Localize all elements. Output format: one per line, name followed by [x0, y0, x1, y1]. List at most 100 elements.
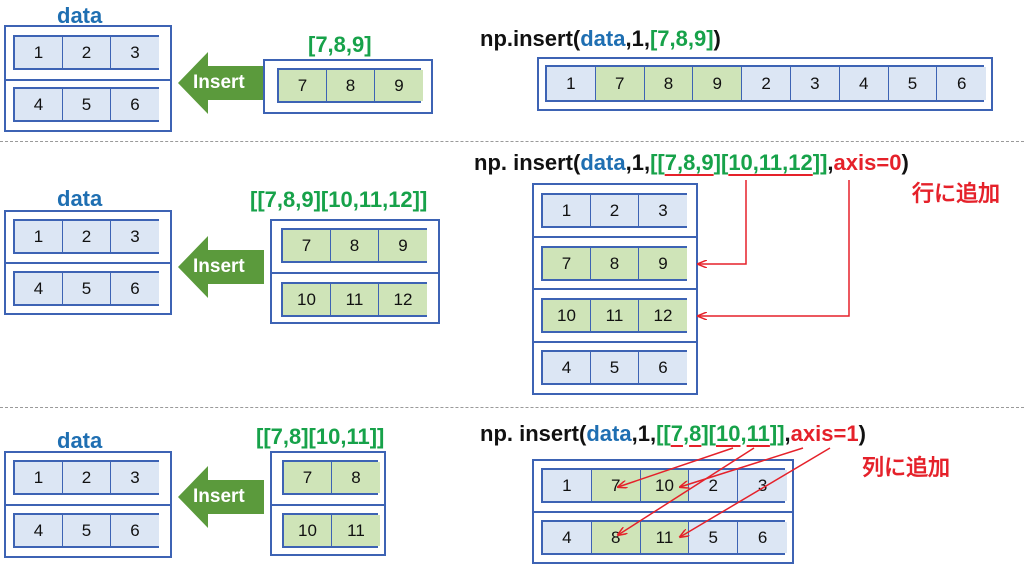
arrow-value-8	[618, 447, 755, 535]
values-row: 7 8 9	[277, 68, 423, 103]
result-cell: 3	[639, 195, 687, 226]
insert-label: Insert	[193, 256, 245, 277]
code-values-comma: ,	[682, 421, 690, 446]
data-label: data	[57, 428, 103, 453]
data-cell: 6	[111, 89, 159, 120]
code-comma: ,	[827, 150, 834, 175]
code-expression: np.insert(data,1,[7,8,9])	[480, 26, 721, 52]
data-cell: 4	[15, 89, 63, 120]
data-row-2: 4 5 6	[13, 87, 159, 122]
code-values-mid: ][	[701, 421, 716, 446]
arrow-row-a	[698, 180, 747, 264]
result-cell: 6	[738, 522, 787, 553]
value-cell: 8	[331, 230, 379, 261]
data-cell: 1	[15, 37, 63, 68]
code-values-open: [[	[650, 150, 665, 175]
row-divider	[270, 504, 386, 506]
result-cell: 1	[543, 195, 591, 226]
left-arrow-icon	[178, 52, 264, 114]
data-cell: 4	[15, 273, 63, 304]
value-cell: 7	[283, 230, 331, 261]
data-label: data	[57, 186, 103, 211]
code-arr: data	[580, 150, 626, 175]
values-row-2: 10 11	[282, 513, 380, 548]
code-index: ,1,	[631, 421, 657, 446]
code-values-close: ]]	[769, 421, 785, 446]
data-row-1: 1 2 3	[13, 460, 159, 495]
code-value-7: 7	[670, 421, 683, 446]
result-cell: 4	[543, 352, 591, 383]
result-cell: 2	[742, 67, 791, 100]
result-cell: 3	[790, 67, 840, 100]
insert-label: Insert	[193, 72, 245, 93]
data-cell: 1	[15, 221, 63, 252]
note-column-append: 列に追加	[862, 455, 951, 480]
code-fn: np.insert(	[480, 26, 581, 51]
values-row-1: 7 8 9	[281, 228, 427, 263]
row-divider	[532, 511, 794, 513]
data-cell: 3	[111, 221, 159, 252]
value-cell: 10	[284, 515, 332, 546]
code-values-mid: ][	[713, 150, 729, 175]
result-row-2: 7 8 9	[541, 246, 687, 281]
result-cell: 8	[644, 67, 694, 100]
section-divider-2	[0, 407, 1024, 408]
data-row-2: 4 5 6	[13, 513, 159, 548]
result-cell: 4	[543, 522, 592, 553]
values-row-2: 10 11 12	[281, 282, 427, 317]
row-divider	[4, 504, 172, 506]
values-label: [[7,8][10,11]]	[256, 424, 385, 449]
result-cell: 9	[639, 248, 687, 279]
data-row-1: 1 2 3	[13, 219, 159, 254]
insert-label: Insert	[193, 486, 245, 507]
result-cell: 3	[738, 470, 787, 501]
code-close: )	[858, 421, 866, 446]
code-arr: data	[586, 421, 632, 446]
code-index: ,1,	[625, 150, 651, 175]
value-cell: 8	[332, 462, 380, 493]
code-value-8: 8	[689, 421, 702, 446]
code-comma: ,	[784, 421, 791, 446]
row-divider	[532, 288, 698, 290]
note-row-append: 行に追加	[912, 181, 1001, 206]
code-expression: np. insert(data,1,[[7,8,9][10,11,12]],ax…	[474, 150, 909, 176]
data-cell: 1	[15, 462, 63, 493]
value-cell: 11	[332, 515, 380, 546]
result-cell: 9	[693, 67, 743, 100]
code-index: ,1,	[625, 26, 650, 51]
result-cell: 6	[639, 352, 687, 383]
values-label: [[7,8,9][10,11,12]]	[250, 187, 428, 212]
values-row-1: 7 8	[282, 460, 380, 495]
code-values-row-b: 10,11,12	[728, 150, 813, 175]
result-row-4: 4 5 6	[541, 350, 687, 385]
code-values-open: [[	[656, 421, 671, 446]
result-cell: 7	[595, 67, 645, 100]
data-cell: 3	[111, 462, 159, 493]
arrow-value-7	[618, 447, 734, 487]
result-row-1: 1 7 10 2 3	[541, 468, 787, 503]
data-row-1: 1 2 3	[13, 35, 159, 70]
value-cell: 12	[379, 284, 427, 315]
result-cell: 6	[937, 67, 987, 100]
code-arr: data	[580, 26, 626, 51]
code-fn: np. insert(	[480, 421, 587, 446]
code-fn: np. insert(	[474, 150, 581, 175]
data-cell: 6	[111, 273, 159, 304]
value-cell: 7	[279, 70, 327, 101]
data-cell: 6	[111, 515, 159, 546]
data-row-2: 4 5 6	[13, 271, 159, 306]
row-divider	[4, 79, 172, 81]
data-cell: 3	[111, 37, 159, 68]
code-values-comma: ,	[740, 421, 747, 446]
arrow-row-b	[698, 180, 850, 316]
code-value-10: 10	[716, 421, 741, 446]
value-cell: 9	[375, 70, 423, 101]
result-cell: 5	[888, 67, 938, 100]
row-divider	[532, 341, 698, 343]
data-cell: 2	[63, 37, 111, 68]
code-expression: np. insert(data,1,[[7,8][10,11]],axis=1)	[480, 421, 866, 447]
data-cell: 5	[63, 273, 111, 304]
section-divider-1	[0, 141, 1024, 142]
result-cell: 5	[591, 352, 639, 383]
